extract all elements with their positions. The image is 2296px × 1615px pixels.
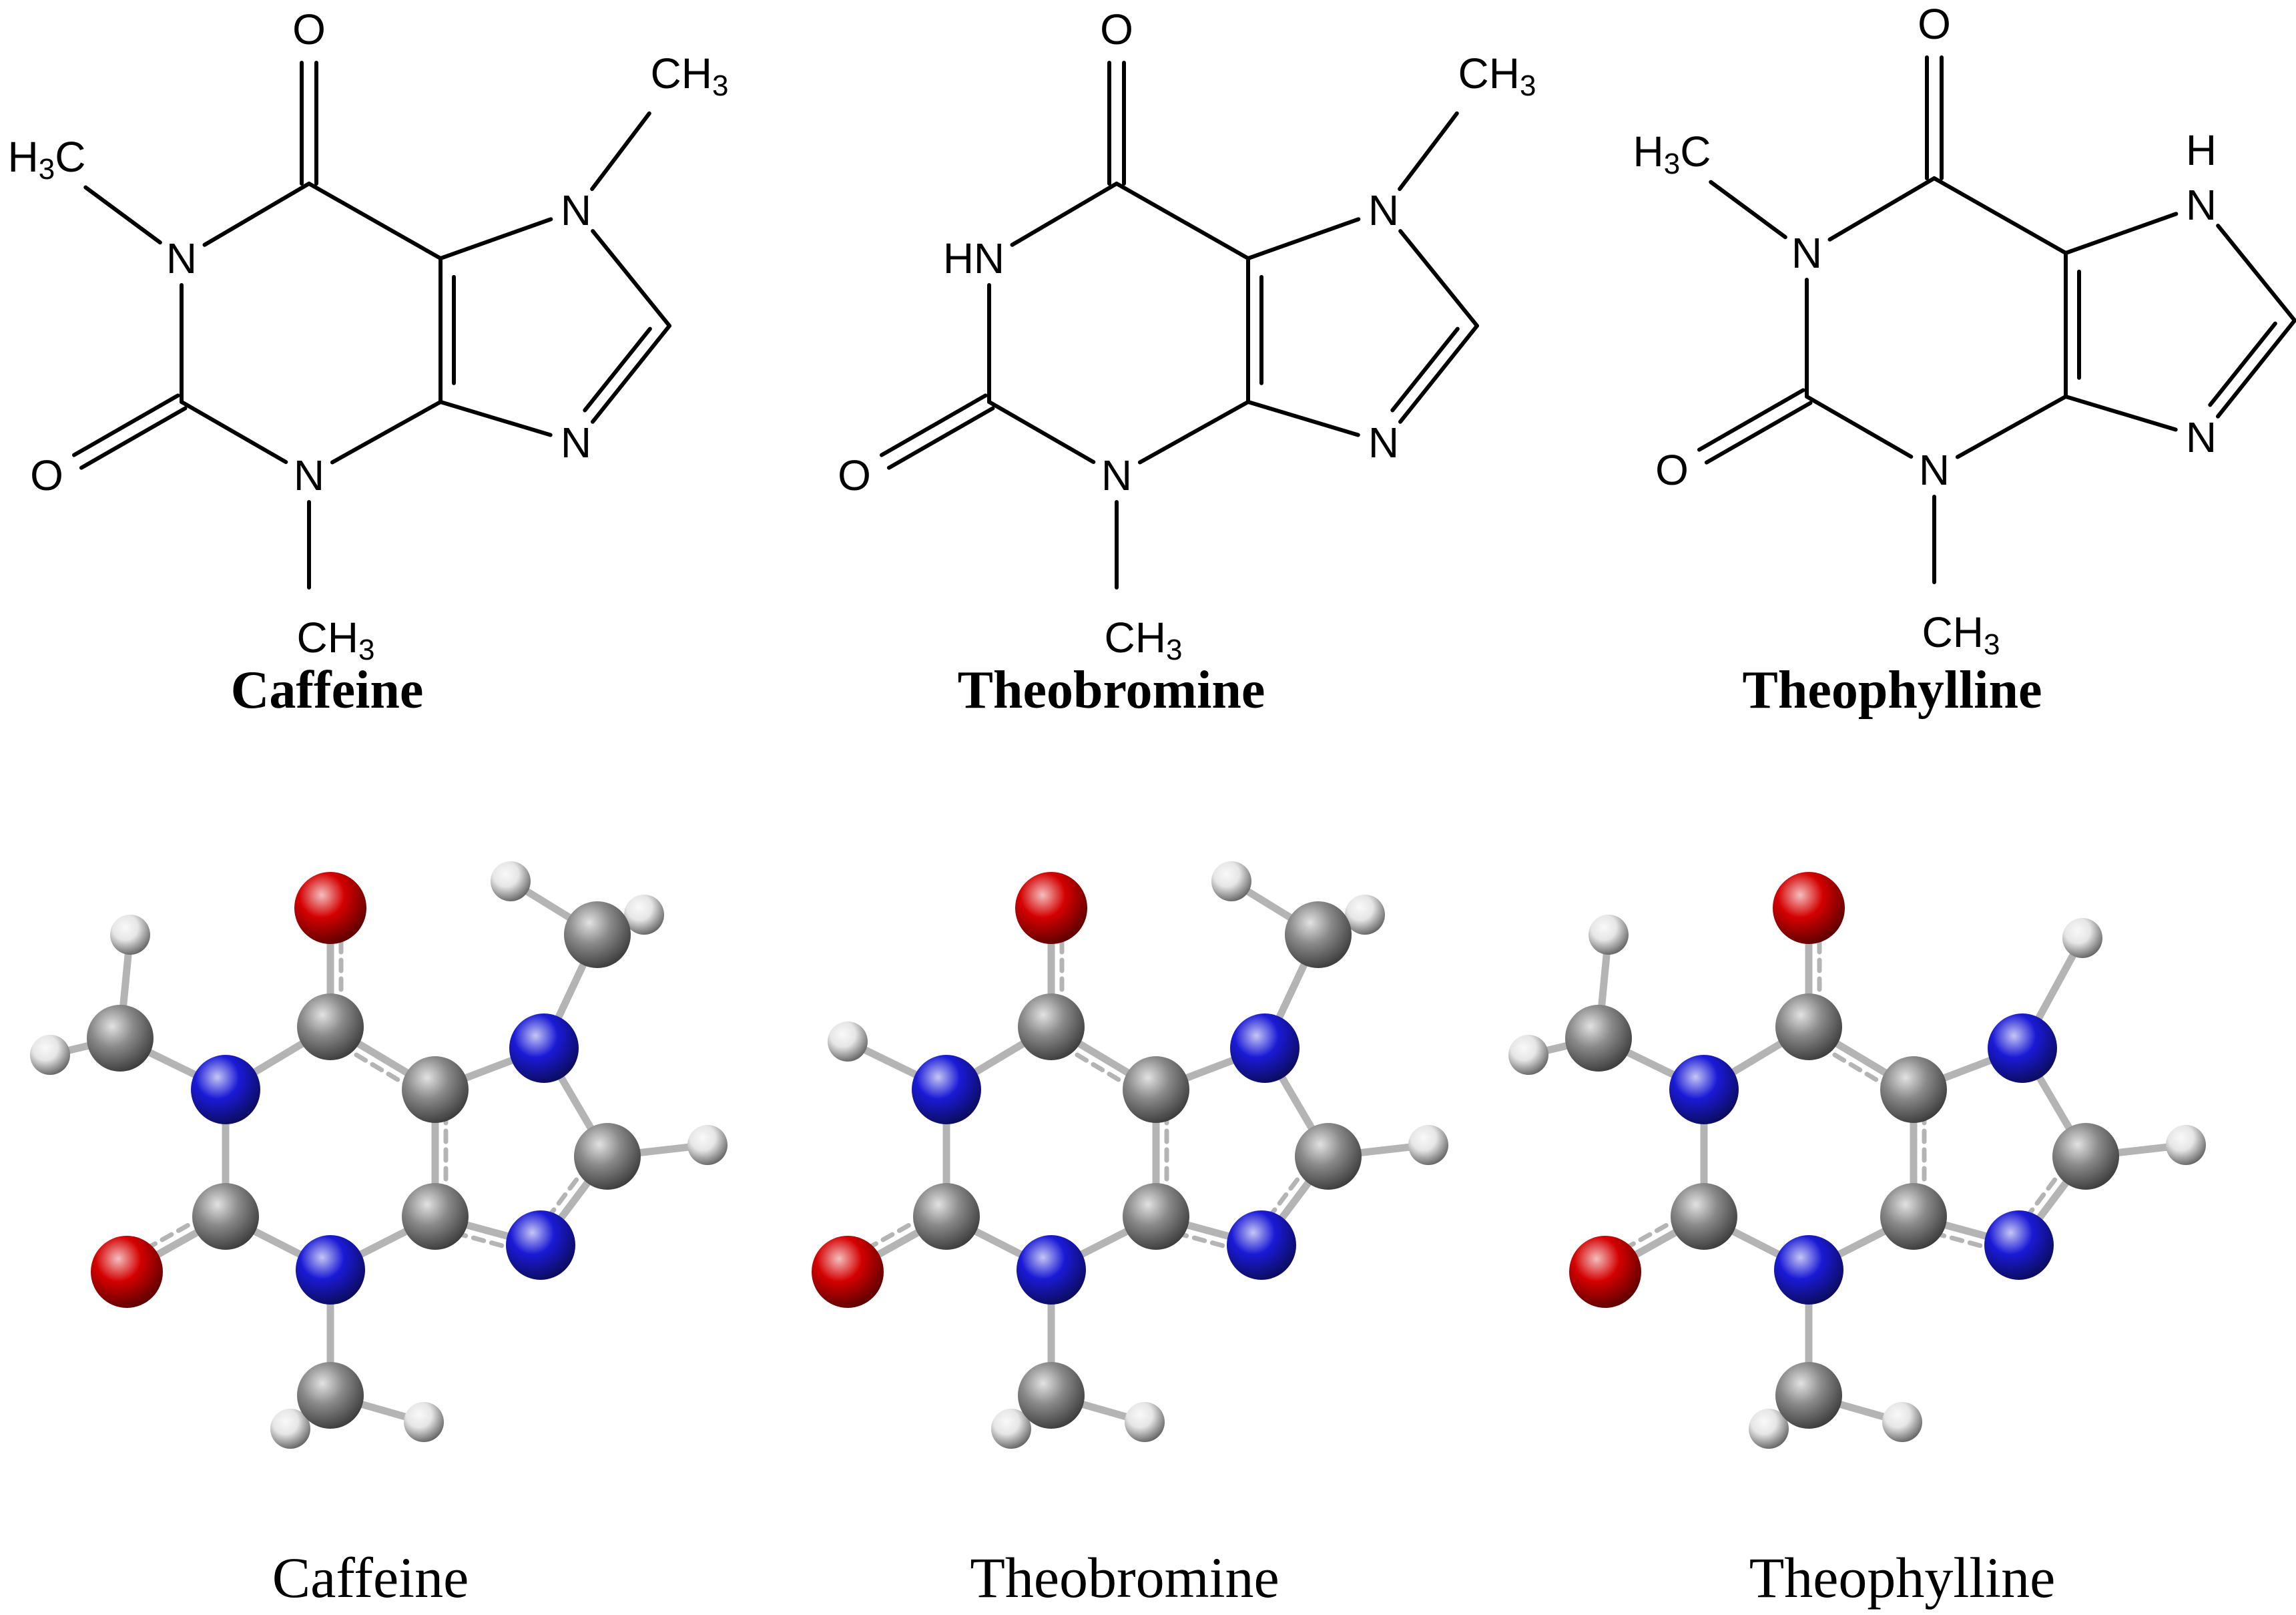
methyl-label: H3C bbox=[1633, 128, 1711, 180]
oxygen-atom bbox=[1015, 872, 1087, 944]
hydrogen-atom bbox=[687, 1125, 728, 1165]
carbon-atom bbox=[1775, 1362, 1842, 1429]
carbon-atom bbox=[87, 1005, 154, 1072]
carbon-atom bbox=[402, 1183, 469, 1250]
methyl-label: CH3 bbox=[1105, 614, 1183, 666]
nitrogen-atom bbox=[1230, 1013, 1300, 1083]
nitrogen-atom bbox=[1017, 1235, 1086, 1305]
methyl-label: CH3 bbox=[1458, 49, 1536, 102]
carbon-atom bbox=[1565, 1005, 1632, 1072]
hydrogen-label: H bbox=[2186, 126, 2217, 174]
carbon-atom bbox=[402, 1056, 469, 1123]
nitrogen-atom bbox=[191, 1055, 260, 1124]
carbon-atom bbox=[564, 901, 631, 968]
hydrogen-atom bbox=[1408, 1125, 1448, 1165]
hydrogen-atom bbox=[404, 1402, 444, 1442]
carbon-atom bbox=[192, 1183, 259, 1250]
methyl-label: H3C bbox=[8, 133, 86, 186]
nitrogen-label: N bbox=[561, 186, 591, 234]
skeletal-name-caffeine: Caffeine bbox=[231, 661, 424, 720]
hydrogen-atom bbox=[828, 1021, 868, 1062]
oxygen-atom bbox=[1773, 872, 1845, 944]
carbon-atom bbox=[2052, 1123, 2119, 1190]
hydrogen-atom bbox=[491, 861, 531, 901]
model-name-caffeine: Caffeine bbox=[272, 1546, 469, 1610]
oxygen-label: O bbox=[1100, 5, 1133, 53]
carbon-atom bbox=[1775, 993, 1842, 1060]
ball-and-stick-model-theobromine bbox=[812, 861, 1448, 1449]
carbon-atom bbox=[913, 1183, 980, 1250]
carbon-atom bbox=[297, 1362, 364, 1429]
oxygen-atom bbox=[812, 1236, 884, 1308]
oxygen-label: O bbox=[30, 451, 63, 499]
oxygen-label: O bbox=[1655, 446, 1689, 494]
hydrogen-atom bbox=[1882, 1402, 1922, 1442]
nitrogen-label: N bbox=[1101, 451, 1132, 499]
hydrogen-atom bbox=[110, 915, 150, 955]
nitrogen-label: N bbox=[561, 419, 591, 467]
hydrogen-atom bbox=[1508, 1035, 1548, 1075]
nitrogen-label: N bbox=[294, 451, 324, 499]
hydrogen-atom bbox=[2166, 1125, 2206, 1165]
hydrogen-atom bbox=[991, 1409, 1031, 1449]
skeletal-name-theophylline: Theophylline bbox=[1742, 661, 2042, 720]
nitrogen-atom bbox=[1227, 1210, 1296, 1280]
ball-and-stick-model-caffeine bbox=[30, 861, 728, 1449]
oxygen-atom bbox=[1569, 1236, 1641, 1308]
nitrogen-atom bbox=[509, 1013, 579, 1083]
nitrogen-label: N bbox=[1368, 186, 1399, 234]
nitrogen-label: N bbox=[974, 234, 1005, 282]
skeletal-name-theobromine: Theobromine bbox=[958, 661, 1265, 720]
nitrogen-atom bbox=[1669, 1055, 1739, 1124]
oxygen-label: O bbox=[1918, 0, 1951, 48]
carbon-atom bbox=[1880, 1183, 1947, 1250]
carbon-atom bbox=[1295, 1123, 1362, 1190]
nitrogen-label: N bbox=[1368, 419, 1399, 467]
carbon-atom bbox=[1671, 1183, 1737, 1250]
carbon-atom bbox=[574, 1123, 641, 1190]
methyl-label: CH3 bbox=[297, 614, 375, 666]
model-name-theobromine: Theobromine bbox=[970, 1546, 1279, 1610]
nitrogen-atom bbox=[296, 1235, 365, 1305]
nitrogen-label: N bbox=[2186, 181, 2217, 229]
hydrogen-atom bbox=[270, 1409, 310, 1449]
nitrogen-label: N bbox=[1791, 229, 1822, 277]
hydrogen-atom bbox=[624, 895, 664, 935]
hydrogen-atom bbox=[1749, 1409, 1789, 1449]
carbon-atom bbox=[1880, 1056, 1947, 1123]
nitrogen-atom bbox=[912, 1055, 981, 1124]
nitrogen-label: N bbox=[166, 234, 197, 282]
nitrogen-label: N bbox=[2186, 413, 2217, 461]
carbon-atom bbox=[1123, 1056, 1189, 1123]
oxygen-label: O bbox=[292, 5, 326, 53]
nitrogen-atom bbox=[1984, 1210, 2054, 1280]
nitrogen-atom bbox=[1774, 1235, 1843, 1305]
carbon-atom bbox=[297, 993, 364, 1060]
nitrogen-atom bbox=[506, 1210, 575, 1280]
carbon-atom bbox=[1018, 993, 1085, 1060]
methyl-label: CH3 bbox=[651, 49, 729, 102]
oxygen-atom bbox=[91, 1236, 163, 1308]
hydrogen-atom bbox=[2062, 918, 2102, 958]
hydrogen-atom bbox=[1211, 861, 1251, 901]
model-name-theophylline: Theophylline bbox=[1749, 1546, 2056, 1610]
hydrogen-atom bbox=[1589, 915, 1629, 955]
methyl-label: CH3 bbox=[1922, 608, 2000, 661]
carbon-atom bbox=[1018, 1362, 1085, 1429]
nitrogen-atom bbox=[1988, 1013, 2057, 1083]
hydrogen-atom bbox=[30, 1035, 70, 1075]
ball-and-stick-model-theophylline bbox=[1508, 872, 2206, 1449]
oxygen-label: O bbox=[838, 451, 871, 499]
hydrogen-atom bbox=[1345, 895, 1385, 935]
carbon-atom bbox=[1285, 901, 1352, 968]
carbon-atom bbox=[1123, 1183, 1189, 1250]
hydrogen-atom bbox=[1125, 1402, 1165, 1442]
hydrogen-label: H bbox=[943, 234, 974, 282]
nitrogen-label: N bbox=[1919, 446, 1950, 494]
oxygen-atom bbox=[294, 872, 366, 944]
